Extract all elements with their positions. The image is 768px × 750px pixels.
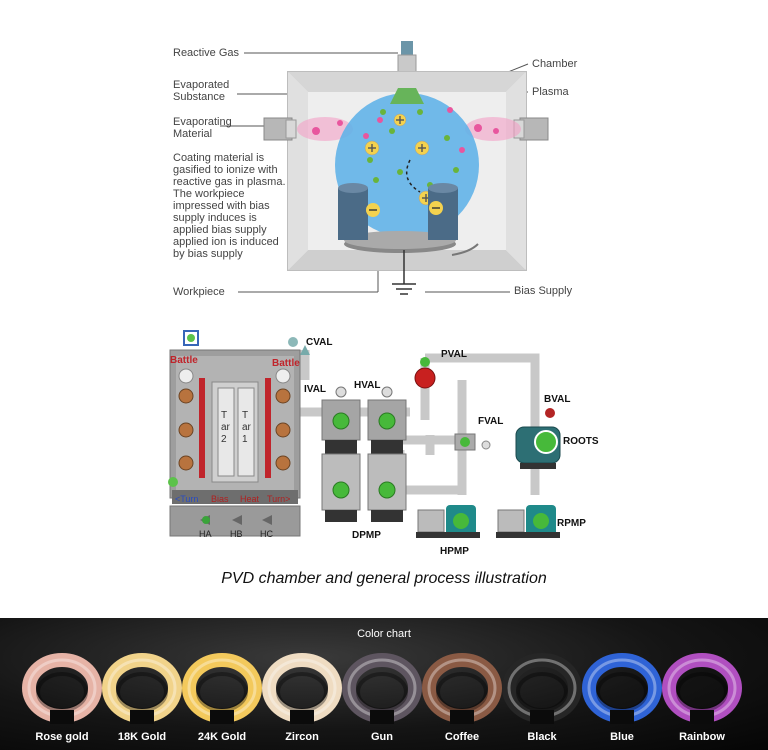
process-diagram <box>168 330 561 538</box>
label-ival: IVAL <box>304 384 327 395</box>
reactive-gas-nozzle <box>401 41 413 55</box>
label-roots: ROOTS <box>563 436 599 447</box>
color-name-label: Black <box>527 731 557 743</box>
label-turn-left: <Turn <box>175 494 199 504</box>
color-name-label: Gun <box>371 731 393 743</box>
pvd-chamber-diagram <box>220 41 549 295</box>
ground-symbol <box>392 250 416 295</box>
color-name-label: Rose gold <box>35 731 89 743</box>
evaporator-left <box>263 117 297 141</box>
label-cval: CVAL <box>306 337 333 348</box>
label-battle-left: Battle <box>170 355 198 366</box>
label-bias-supply: Bias Supply <box>514 285 573 297</box>
ring-1-icon <box>102 653 182 724</box>
rpmp-pump <box>496 505 560 538</box>
color-name-label: 18K Gold <box>117 731 167 743</box>
ring-7-icon <box>582 653 662 724</box>
label-heat: Heat <box>240 494 260 504</box>
label-fval: FVAL <box>478 416 504 427</box>
color-name-label: 24K Gold <box>197 731 247 743</box>
label-ha: HA <box>199 529 212 539</box>
color-name-label: Blue <box>610 731 634 743</box>
process-chamber <box>168 330 310 537</box>
color-chart-title: Color chart <box>357 628 411 640</box>
color-chart: Color chart Rose gold 18K Gold 24K Gold Zir… <box>0 618 768 750</box>
label-hb: HB <box>230 529 243 539</box>
label-tar1: Tar1 <box>242 410 251 445</box>
label-hpmp: HPMP <box>440 546 469 557</box>
ring-5-icon <box>422 653 502 724</box>
valves <box>414 357 555 451</box>
ring-0-icon <box>22 653 102 724</box>
label-turn-right: Turn> <box>267 494 291 504</box>
ring-4-icon <box>342 653 422 724</box>
label-rpmp: RPMP <box>557 518 586 529</box>
label-bias: Bias <box>211 494 229 504</box>
label-workpiece: Workpiece <box>173 286 225 298</box>
workpieces <box>338 183 479 256</box>
label-pval: PVAL <box>441 349 467 360</box>
label-dpmp: DPMP <box>352 530 381 541</box>
figure-caption: PVD chamber and general process illustra… <box>221 570 547 587</box>
roots-pump <box>515 426 561 469</box>
label-tar2: Tar2 <box>221 410 230 445</box>
label-battle-right: Battle <box>272 358 300 369</box>
label-bval: BVAL <box>544 394 571 405</box>
ring-3-icon <box>262 653 342 724</box>
ring-2-icon <box>182 653 262 724</box>
ring-6-icon <box>502 653 582 724</box>
hpmp-pump <box>416 505 480 538</box>
color-name-label: Rainbow <box>679 731 725 743</box>
label-plasma: Plasma <box>532 86 569 98</box>
label-chamber: Chamber <box>532 58 578 70</box>
ring-8-icon <box>662 653 742 724</box>
label-reactive-gas: Reactive Gas <box>173 47 240 59</box>
color-name-label: Zircon <box>285 731 319 743</box>
label-evaporated-substance: Evaporated Substance <box>173 79 230 103</box>
diffusion-pumps <box>321 386 407 522</box>
label-hval: HVAL <box>354 380 381 391</box>
label-hc: HC <box>260 529 273 539</box>
label-evaporating-material: Evaporating Material <box>173 116 232 140</box>
color-name-label: Coffee <box>444 731 480 743</box>
label-description: Coating material is gasified to ionize w… <box>173 152 286 260</box>
